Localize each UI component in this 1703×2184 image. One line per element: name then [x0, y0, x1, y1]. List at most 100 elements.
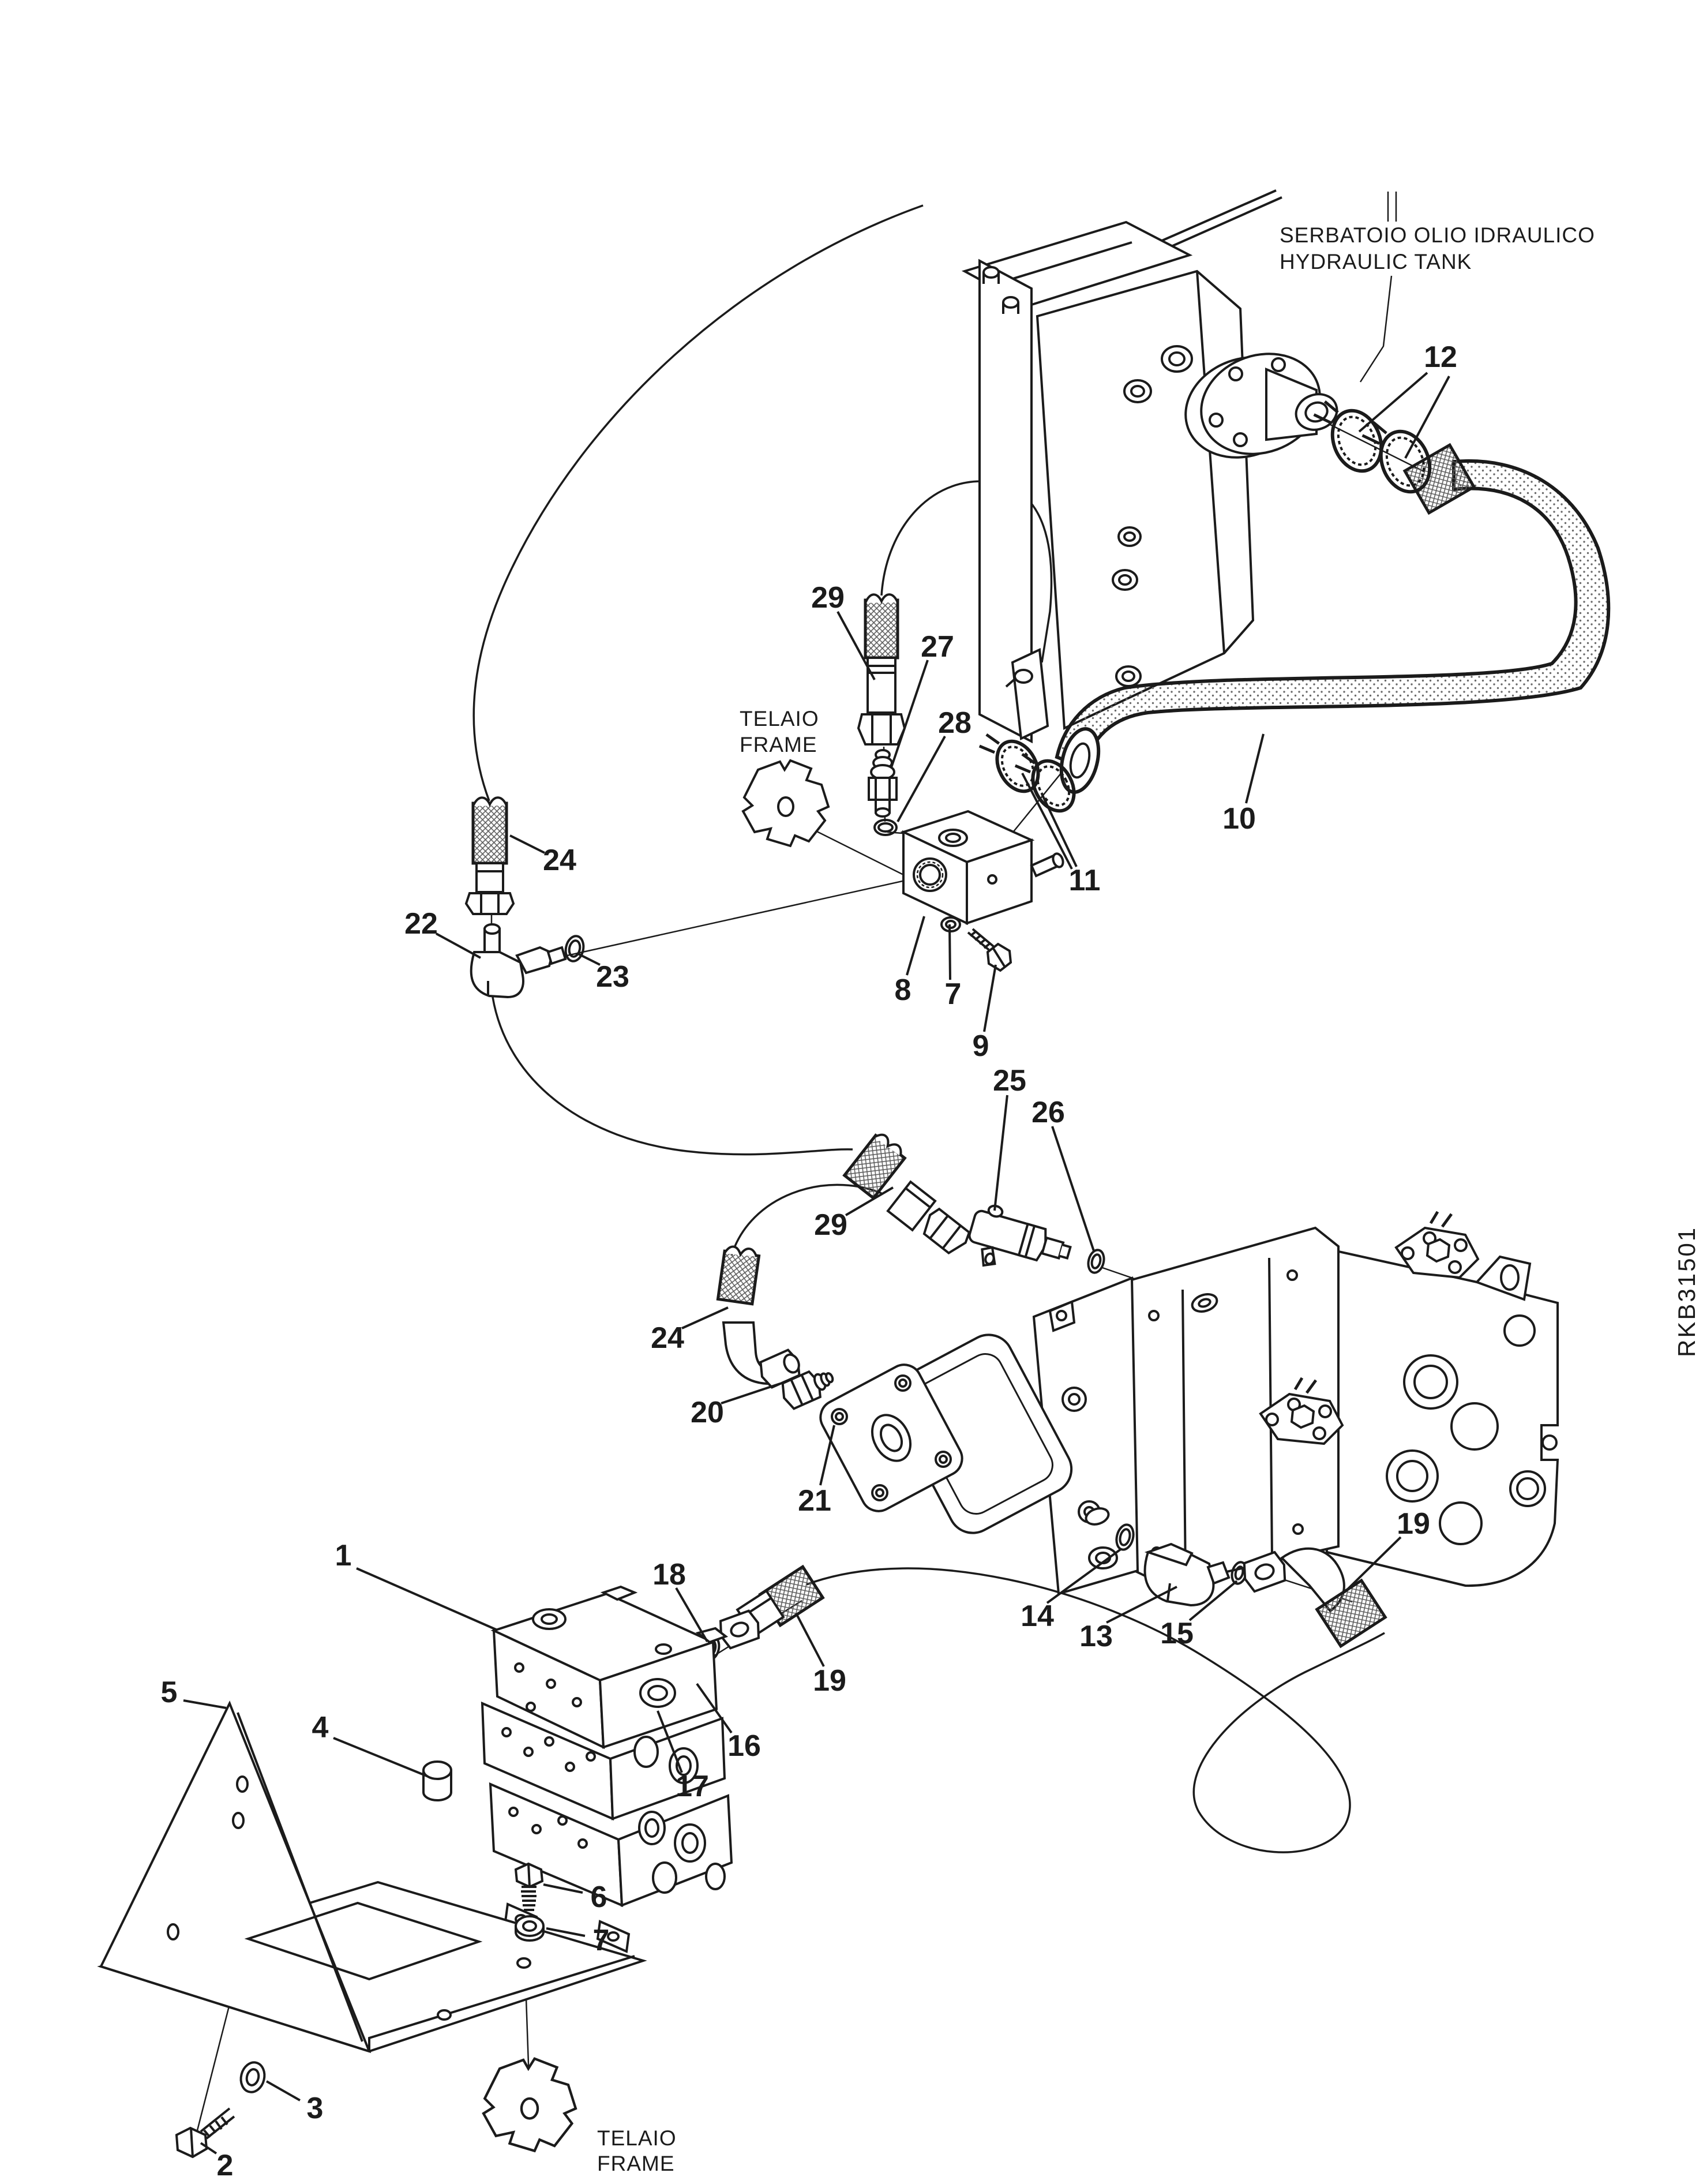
- callout-19: 19: [813, 1664, 846, 1698]
- callout-leader-19: [1343, 1536, 1402, 1594]
- relief-valve-lower: [1259, 1377, 1344, 1445]
- callout-3: 3: [307, 2092, 324, 2125]
- callout-leader-9: [983, 964, 997, 1032]
- callout-22: 22: [404, 907, 438, 941]
- relief-valve-upper: [1394, 1211, 1480, 1279]
- callout-leader-25: [993, 1095, 1008, 1211]
- washer-3: [239, 2061, 266, 2093]
- callout-10: 10: [1222, 802, 1256, 836]
- frame-top-label-line2: FRAME: [740, 733, 817, 756]
- callout-leader-19: [795, 1613, 825, 1667]
- callout-leader-11: [1021, 773, 1073, 870]
- hose-24-left: [464, 796, 515, 915]
- tank-label-line2: HYDRAULIC TANK: [1280, 250, 1472, 274]
- callout-leader-4: [333, 1737, 427, 1777]
- callout-21: 21: [798, 1484, 831, 1518]
- callout-leader-12: [1404, 376, 1450, 459]
- callout-leader-20: [721, 1383, 781, 1404]
- callout-16: 16: [727, 1729, 761, 1763]
- spacer-4: [422, 1760, 452, 1802]
- callout-9: 9: [973, 1029, 989, 1063]
- callout-2: 2: [217, 2149, 234, 2182]
- callout-5: 5: [161, 1676, 178, 1709]
- callout-leader-10: [1245, 733, 1265, 804]
- callout-7: 7: [593, 1924, 610, 1957]
- callout-leader-18: [675, 1587, 708, 1643]
- callout-29: 29: [814, 1208, 847, 1242]
- callout-leader-28: [896, 736, 946, 822]
- callout-28: 28: [938, 706, 971, 740]
- callout-24: 24: [651, 1321, 684, 1355]
- frame-symbol-bottom: [482, 2057, 577, 2153]
- callout-leader-22: [436, 932, 481, 959]
- callout-17: 17: [676, 1770, 709, 1803]
- callout-leader-15: [1188, 1580, 1238, 1621]
- callout-leader-6: [543, 1883, 583, 1894]
- mounting-bracket-5: [97, 1700, 647, 2054]
- washer-7-bracket: [515, 1915, 545, 1942]
- frame-symbol-top: [741, 759, 830, 848]
- callout-leader-17: [657, 1710, 683, 1773]
- callout-leader-24: [681, 1306, 729, 1329]
- frame-bottom-label-line1: TELAIO: [597, 2126, 677, 2150]
- callout-7: 7: [945, 977, 962, 1011]
- drawing-code: RKB31501: [1673, 1226, 1700, 1357]
- callout-leader-29: [837, 611, 876, 680]
- bolt-9: [967, 928, 1012, 972]
- callout-4: 4: [312, 1711, 329, 1744]
- callout-leader-24: [509, 834, 545, 854]
- callout-15: 15: [1160, 1617, 1194, 1650]
- callout-leader-26: [1051, 1126, 1095, 1252]
- callout-6: 6: [591, 1880, 607, 1914]
- callout-27: 27: [921, 630, 954, 664]
- hose-19-loop: [806, 1567, 1385, 1853]
- o-ring-23: [564, 935, 585, 962]
- callout-leader-8: [906, 916, 925, 976]
- callout-19: 19: [1397, 1507, 1430, 1541]
- callout-13: 13: [1079, 1620, 1113, 1653]
- o-ring-28: [873, 819, 898, 836]
- callout-leader-14: [1046, 1548, 1123, 1604]
- callout-12: 12: [1424, 340, 1457, 374]
- frame-bottom-label-line2: FRAME: [597, 2152, 675, 2175]
- callout-leader-23: [576, 952, 601, 966]
- callout-24: 24: [543, 844, 576, 877]
- manifold-block-8: [900, 810, 1064, 926]
- callout-leader-5: [183, 1699, 227, 1709]
- callout-leader-13: [1106, 1586, 1177, 1624]
- callout-leader-1: [356, 1567, 498, 1631]
- hose-19-valve-end: [719, 1564, 825, 1650]
- callout-layer: 1234567789101112131415161718191920212223…: [161, 340, 1457, 2182]
- callout-29: 29: [811, 581, 845, 615]
- callout-26: 26: [1031, 1096, 1065, 1129]
- bolt-6: [514, 1862, 544, 1911]
- o-ring-26: [1087, 1249, 1105, 1274]
- fitting-29-top: [857, 593, 906, 746]
- fitting-27: [868, 749, 898, 818]
- elbow-22: [470, 923, 567, 999]
- callout-25: 25: [993, 1064, 1026, 1097]
- callout-1: 1: [335, 1539, 352, 1572]
- hose-clamps-11: [978, 733, 1076, 813]
- hydraulic-tank: [961, 189, 1338, 744]
- callout-leader-2: [200, 2142, 217, 2155]
- callout-11: 11: [1069, 864, 1101, 897]
- callout-leader-3: [266, 2080, 301, 2101]
- callout-23: 23: [596, 960, 629, 994]
- bolt-2: [175, 2107, 235, 2159]
- valve-25: [968, 1204, 1072, 1267]
- callout-leader-11: [1041, 793, 1078, 867]
- pump-assembly: [819, 1211, 1559, 1595]
- callout-14: 14: [1021, 1599, 1054, 1633]
- callout-leader-29: [845, 1186, 894, 1216]
- callout-leader-7: [546, 1927, 586, 1937]
- fitting-20: [781, 1370, 834, 1410]
- callout-20: 20: [691, 1396, 724, 1429]
- callout-18: 18: [652, 1558, 686, 1591]
- callout-8: 8: [895, 973, 911, 1007]
- callout-leader-16: [696, 1683, 733, 1734]
- callout-leader-21: [819, 1425, 835, 1486]
- tank-label-line1: SERBATOIO OLIO IDRAULICO: [1280, 223, 1595, 247]
